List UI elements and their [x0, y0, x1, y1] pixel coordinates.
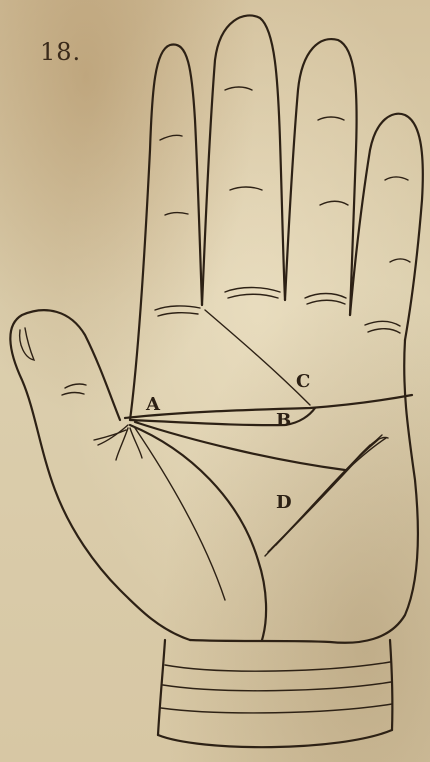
label-b: B	[276, 410, 291, 431]
label-a: A	[145, 394, 161, 415]
hand-outline	[10, 15, 422, 747]
label-d: D	[276, 492, 292, 513]
palm-lines	[94, 310, 412, 640]
label-c: C	[296, 371, 310, 392]
reference-letters: A B C D	[145, 371, 310, 513]
